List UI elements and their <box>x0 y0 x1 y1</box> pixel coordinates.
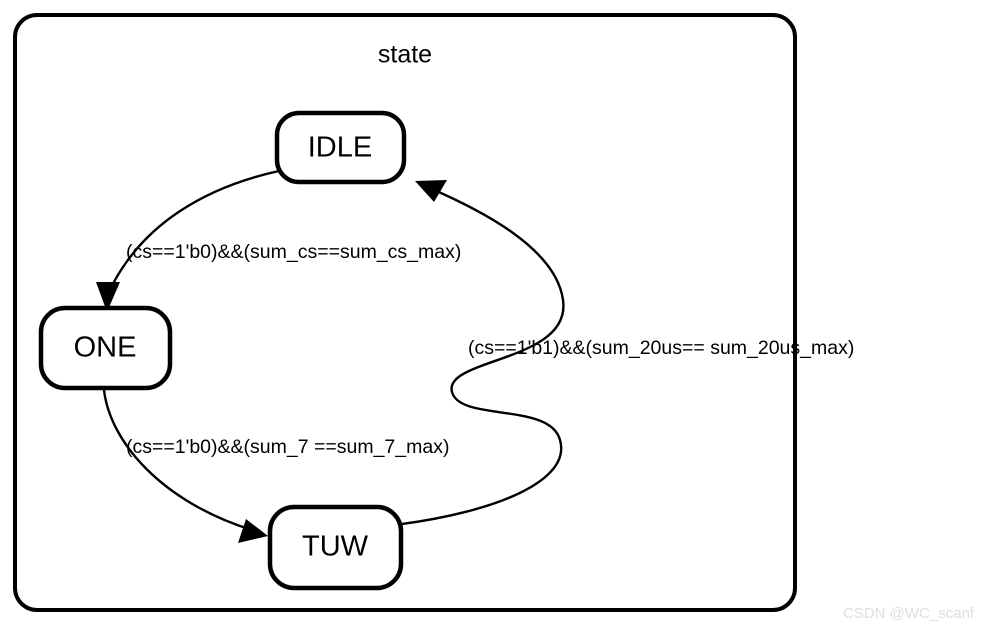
transition-label-one-to-tuw: (cs==1'b0)&&(sum_7 ==sum_7_max) <box>126 436 449 458</box>
state-node-tuw[interactable]: TUW <box>267 504 404 591</box>
transition-label-idle-to-one: (cs==1'b0)&&(sum_cs==sum_cs_max) <box>126 241 461 263</box>
state-node-tuw-shape[interactable] <box>267 504 404 591</box>
state-node-tuw-label: TUW <box>302 531 369 563</box>
arrowhead-tuw-to-idle <box>415 180 447 202</box>
state-node-idle-label: IDLE <box>308 132 372 164</box>
state-node-one-label: ONE <box>74 332 137 364</box>
transition-tuw-to-idle: (cs==1'b1)&&(sum_20us== sum_20us_max) <box>401 180 854 526</box>
transition-idle-to-one: (cs==1'b0)&&(sum_cs==sum_cs_max) <box>96 169 461 312</box>
transition-one-to-tuw: (cs==1'b0)&&(sum_7 ==sum_7_max) <box>102 389 449 543</box>
edge-path-one-to-tuw <box>102 389 253 532</box>
state-node-idle[interactable]: IDLE <box>274 110 407 185</box>
state-frame <box>13 13 797 612</box>
arrowhead-one-to-tuw <box>238 519 268 543</box>
frame-title-label: state <box>378 41 432 69</box>
state-node-one-shape[interactable] <box>38 305 173 391</box>
state-node-one[interactable]: ONE <box>38 305 173 391</box>
edge-path-idle-to-one <box>105 169 280 297</box>
edge-path-tuw-to-idle <box>401 187 565 526</box>
state-node-idle-shape[interactable] <box>274 110 407 185</box>
watermark-text: CSDN @WC_scanf <box>843 605 975 622</box>
transition-label-tuw-to-idle: (cs==1'b1)&&(sum_20us== sum_20us_max) <box>468 337 854 359</box>
arrowhead-idle-to-one <box>96 282 120 312</box>
